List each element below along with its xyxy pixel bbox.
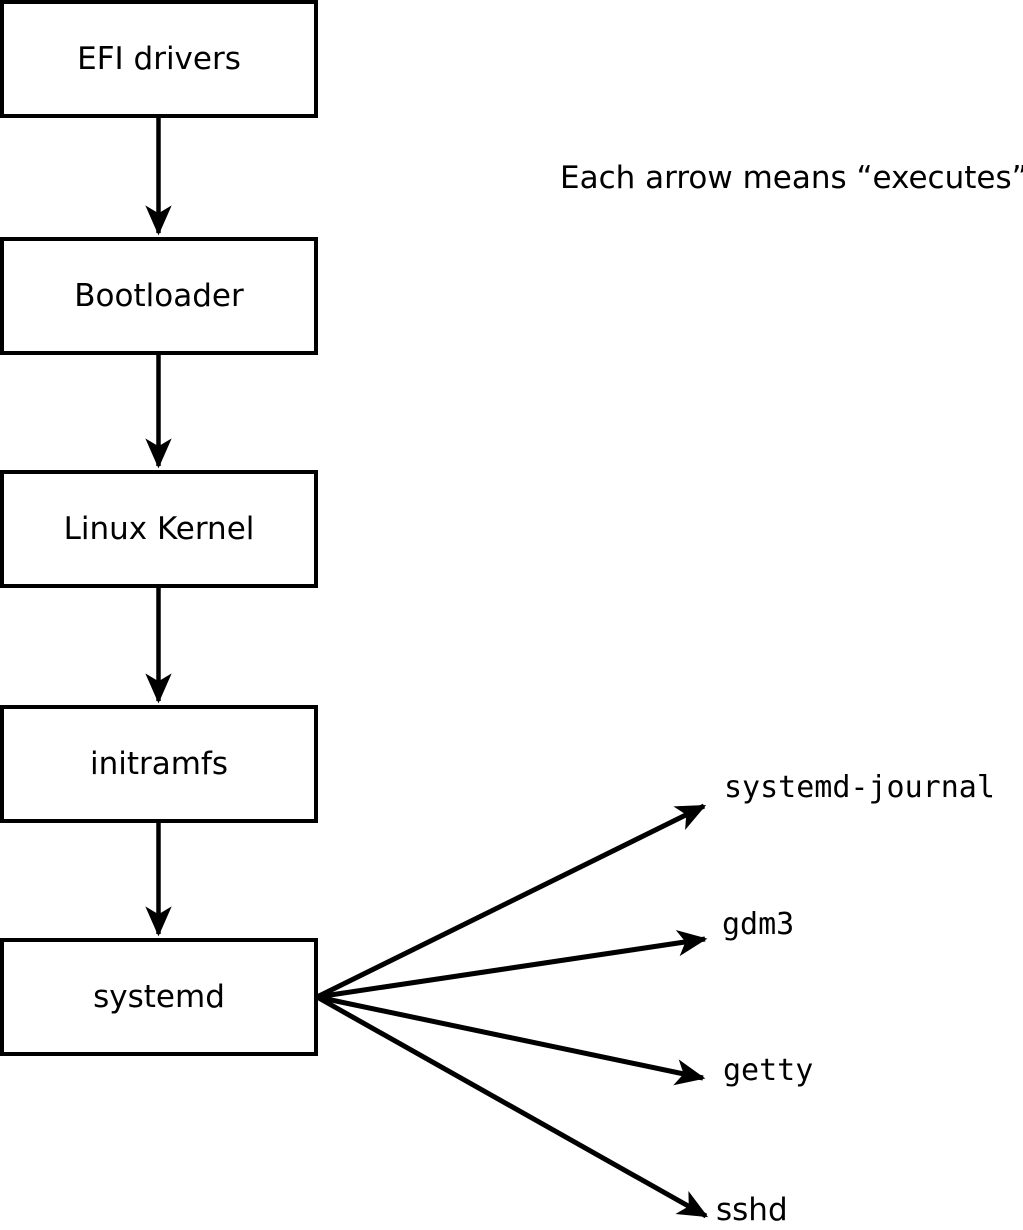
arrow-systemd-to-sshd (315, 994, 709, 1219)
node-bootloader: Bootloader (0, 237, 318, 355)
node-efi-drivers-label: EFI drivers (77, 40, 241, 77)
arrow-systemd-to-journal (315, 803, 707, 1000)
target-sshd: sshd (716, 1192, 788, 1228)
node-linux-kernel: Linux Kernel (0, 470, 318, 588)
node-initramfs-label: initramfs (89, 745, 229, 782)
target-getty: getty (723, 1053, 814, 1088)
node-bootloader-label: Bootloader (74, 277, 244, 314)
arrow-systemd-to-gdm3 (316, 930, 708, 1000)
target-systemd-journal: systemd-journal (724, 770, 995, 805)
arrow-meaning-note: Each arrow means “executes”. (560, 160, 1023, 196)
target-gdm3: gdm3 (722, 907, 795, 942)
node-systemd: systemd (0, 938, 318, 1056)
node-initramfs: initramfs (0, 705, 318, 823)
node-efi-drivers: EFI drivers (0, 0, 318, 118)
node-systemd-label: systemd (93, 978, 225, 1015)
arrow-systemd-to-getty (316, 994, 706, 1086)
node-linux-kernel-label: Linux Kernel (63, 510, 255, 547)
